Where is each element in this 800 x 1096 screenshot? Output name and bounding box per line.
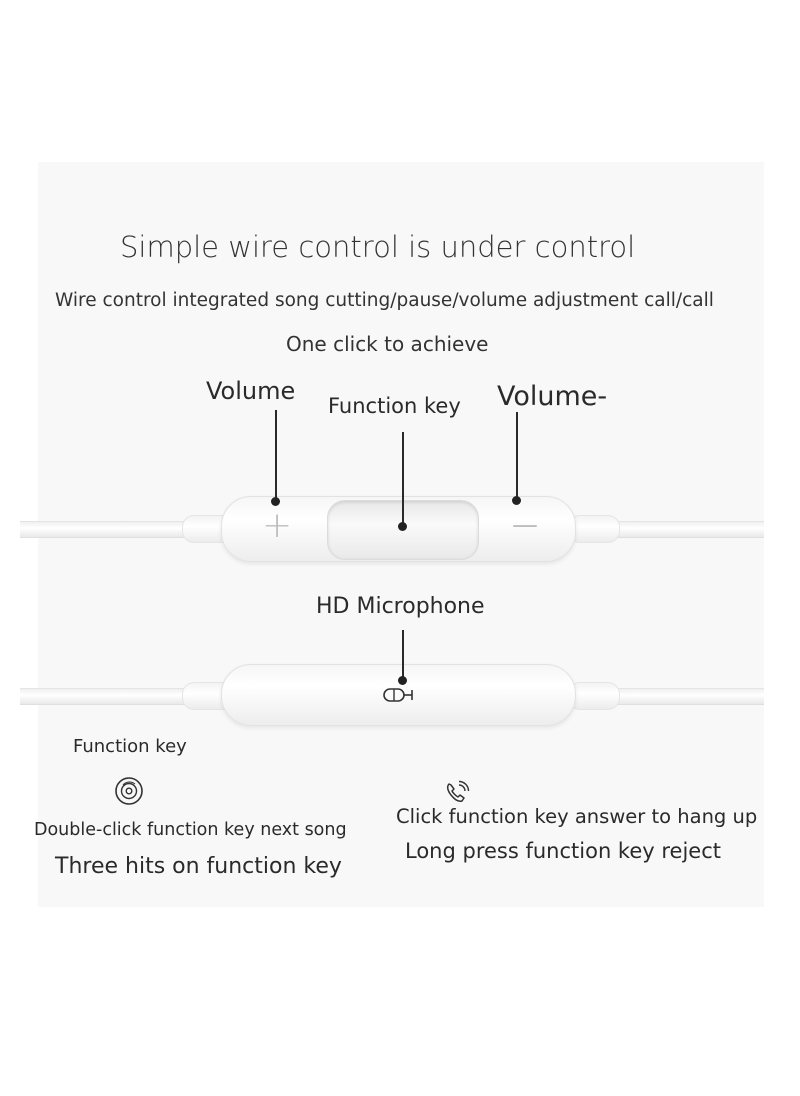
volume-plus-label: Volume [206,377,296,405]
microphone-remote [221,664,576,726]
volume-plus-pointer-line [275,410,277,502]
volume-minus-pointer-line [516,412,518,500]
music-disc-icon [115,777,143,805]
long-press-description: Long press function key reject [405,839,721,863]
volume-plus-symbol: + [262,505,293,546]
cable-collar-right-bottom [568,682,620,710]
function-key-pointer-dot [398,522,407,531]
volume-plus-pointer-dot [271,497,280,506]
cable-left-bottom [20,688,200,705]
phone-call-icon [446,780,470,802]
click-answer-description: Click function key answer to hang up [396,805,758,828]
function-key-label: Function key [328,394,461,418]
function-key-pointer-line [402,432,404,526]
volume-minus-pointer-dot [512,496,521,505]
page-subtitle: Wire control integrated song cutting/pau… [55,290,714,311]
double-click-description: Double-click function key next song [34,820,347,840]
cable-right-bottom [600,688,764,705]
page-title: Simple wire control is under control [120,230,636,264]
cable-right [600,521,764,538]
cable-left [20,521,200,538]
volume-minus-label: Volume- [497,381,608,412]
microphone-pointer-line [402,630,404,680]
page-subtitle-2: One click to achieve [286,332,489,356]
microphone-icon [383,688,413,702]
three-hits-description: Three hits on function key [55,854,342,879]
left-function-key-heading: Function key [73,736,187,757]
microphone-pointer-dot [398,676,407,685]
microphone-label: HD Microphone [316,594,485,619]
cable-collar-right [568,515,620,543]
volume-minus-symbol: — [512,510,538,540]
